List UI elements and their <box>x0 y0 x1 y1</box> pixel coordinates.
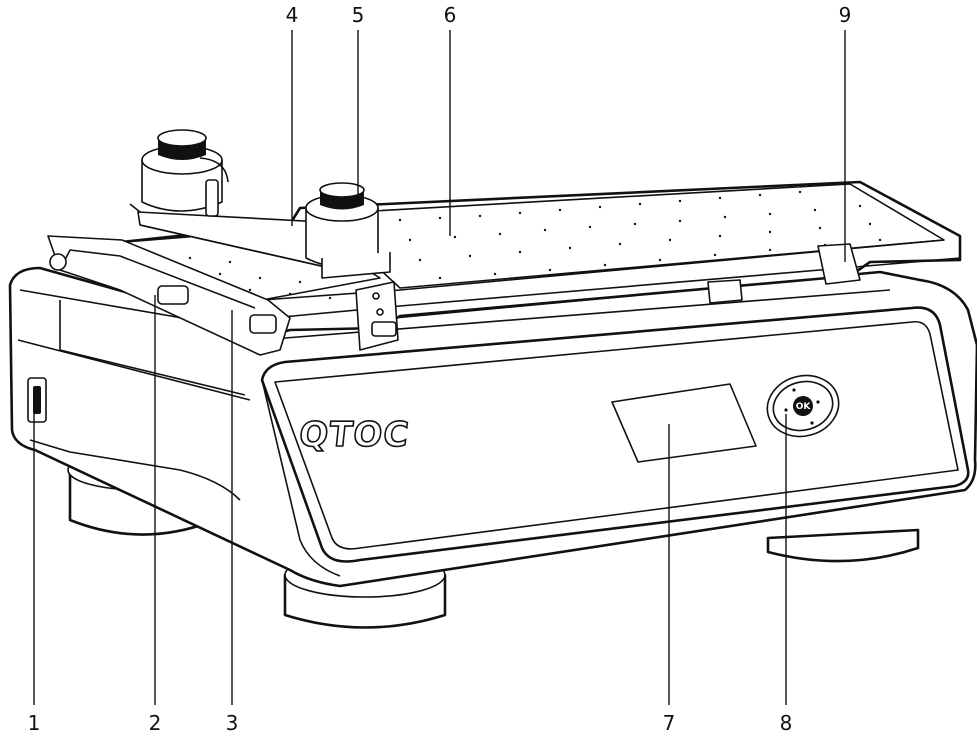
callout-1: 1 <box>28 711 41 735</box>
front-knob <box>305 182 391 279</box>
control-buttons: OK <box>766 374 840 438</box>
spring-clamp <box>47 235 291 356</box>
leader-lines <box>33 30 846 705</box>
callout-7: 7 <box>663 711 676 735</box>
callout-6: 6 <box>444 3 457 27</box>
brand-logo: QTOC <box>297 415 411 455</box>
callout-2: 2 <box>149 711 162 735</box>
callout-9: 9 <box>839 3 852 27</box>
display-screen <box>611 383 757 463</box>
hole-pattern <box>148 190 882 300</box>
ok-button <box>793 396 813 416</box>
rear-knob <box>141 129 229 217</box>
callout-5: 5 <box>352 3 365 27</box>
callout-3: 3 <box>226 711 239 735</box>
right-latch <box>707 243 861 304</box>
callout-8: 8 <box>780 711 793 735</box>
svg-text:OK: OK <box>796 402 812 412</box>
callout-4: 4 <box>286 3 299 27</box>
bracket <box>355 281 399 351</box>
callout-numbers: 1 2 3 4 5 6 7 8 9 <box>28 3 852 735</box>
